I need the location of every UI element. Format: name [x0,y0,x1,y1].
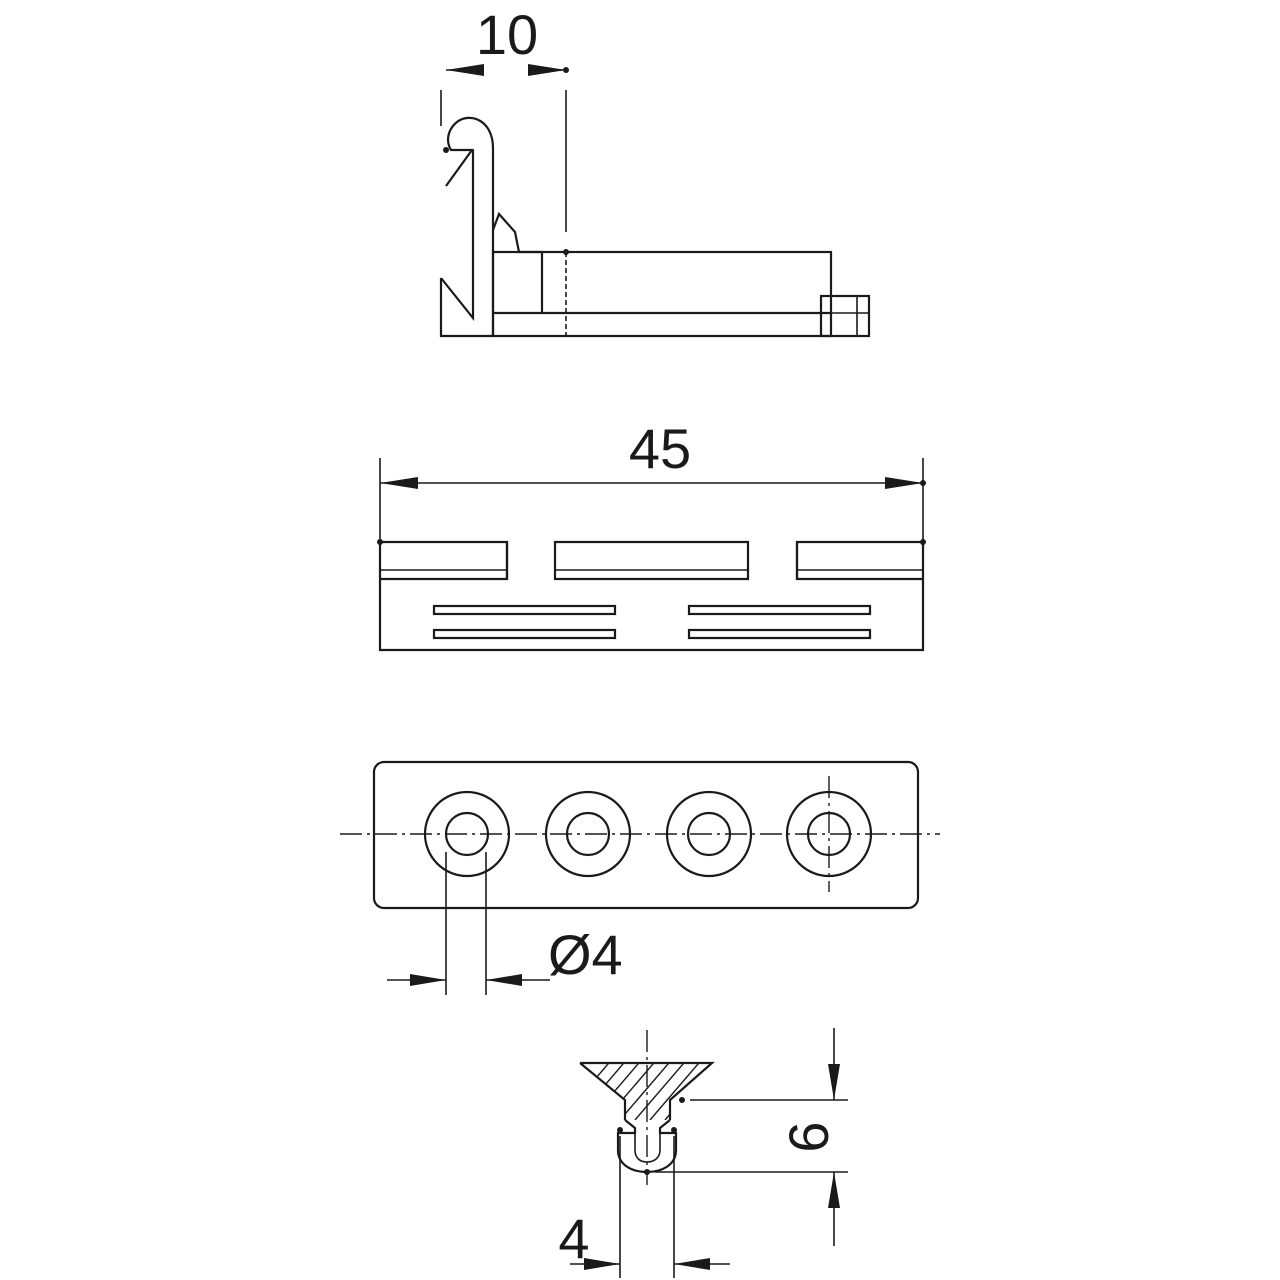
side-view-hook-inner [440,150,475,322]
dim-45-dot [920,480,926,486]
dim-6-arrow-bottom [828,1172,840,1208]
dim-45-arrow-right [885,477,923,489]
dim-10-arrow-right [528,64,566,76]
dim-dia-arrow-left [410,974,446,986]
section-dot [671,1127,677,1133]
dim-10-dot [563,67,569,73]
top-view-hole [423,790,511,878]
section-dot [644,1169,650,1175]
front-view-slot [687,628,872,640]
side-view-ramp [491,211,542,254]
top-view-hole [665,790,753,878]
dim-10-arrow-left [446,64,484,76]
dim-6-arrow-top [828,1064,840,1100]
front-view-slot [432,604,617,616]
dimension-4: 4 [558,1207,589,1270]
section-dot [679,1097,685,1103]
front-view-outline [378,540,925,652]
dimension-10: 10 [476,3,538,66]
section-head-outline [579,1061,715,1120]
side-view-dot [443,147,449,153]
side-view-dot [563,249,569,255]
dim-45-dot [377,539,383,545]
dim-45-dot [920,539,926,545]
side-view-end-block [819,294,871,338]
dim-4-arrow-left [584,1258,620,1270]
side-view-hook-outline [439,116,495,338]
top-view-hole [544,790,632,878]
front-view: 45 [377,417,926,652]
dim-4-arrow-right [674,1258,710,1270]
top-view-outline [372,760,920,910]
front-view-slot [687,604,872,616]
dim-45-arrow-left [380,477,418,489]
dim-dia-arrow-right [486,974,522,986]
side-view-body [491,250,833,338]
top-view-hole [785,790,873,878]
dimension-diameter-4: Ø4 [548,923,623,986]
side-view: 10 [439,3,871,338]
dimension-45: 45 [629,417,691,480]
top-view: Ø4 [340,760,940,995]
front-view-slot [432,628,617,640]
section-dot [617,1127,623,1133]
dimension-6: 6 [777,1121,840,1152]
section-view: 6 4 [558,1028,848,1278]
section-hatching [580,1063,712,1120]
